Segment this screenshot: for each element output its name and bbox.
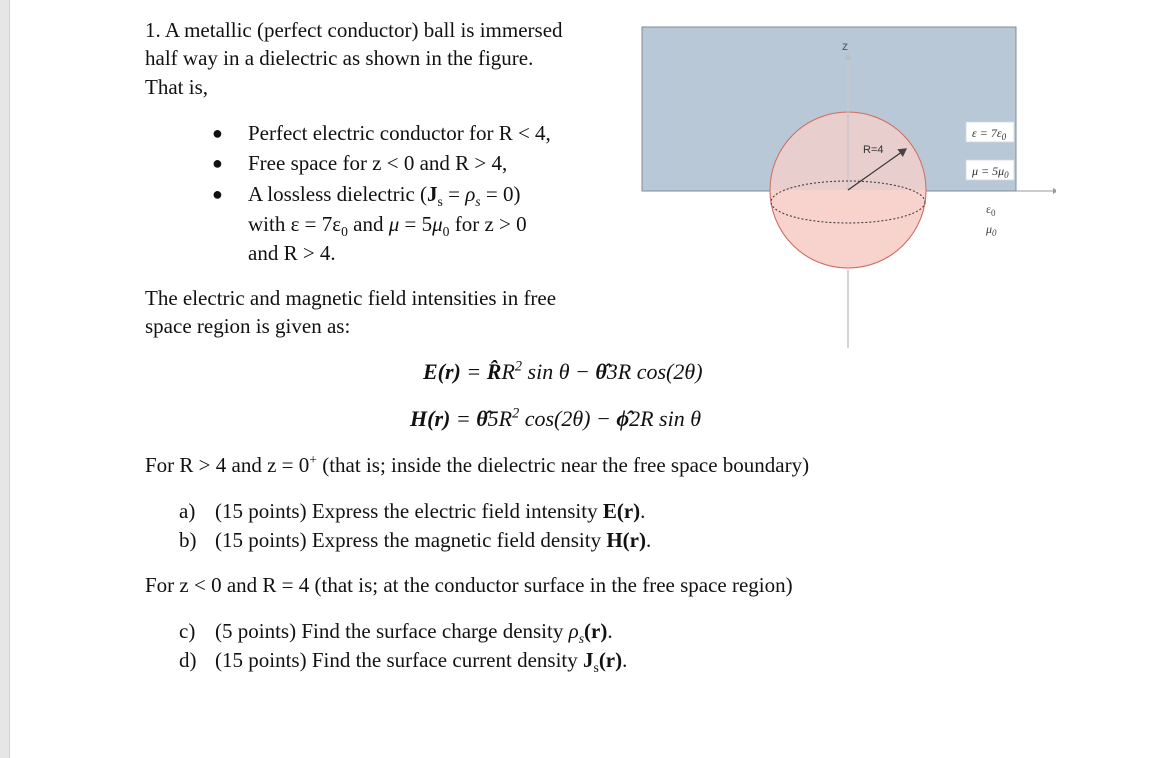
z-axis-arrow [845, 53, 851, 60]
equation-magnetic-field: H(r) = θ̂5R2 cos(2θ) − ϕ̂2R sin θ [410, 405, 702, 431]
bullet-dielectric-params: with ε = 7ε0 and μ = 5μ0 for z > 0 [248, 212, 527, 240]
question-b-label: b) [179, 528, 197, 552]
question-b: (15 points) Express the magnetic field d… [215, 528, 652, 552]
given-line-2: space region is given as: [145, 314, 351, 338]
problem-intro-line-1: 1. A metallic (perfect conductor) ball i… [145, 18, 563, 42]
eps-free-space-label: ε0 [986, 202, 996, 218]
equation-electric-field: E(r) = R̂R2 sin θ − θ̂3R cos(2θ) [423, 358, 703, 384]
given-line-1: The electric and magnetic field intensit… [145, 286, 557, 310]
question-d: (15 points) Find the surface current den… [215, 648, 628, 676]
radius-arrow [847, 148, 907, 191]
x-axis-arrow [1053, 188, 1056, 194]
bullet-free-space: Free space for z < 0 and R > 4, [248, 151, 508, 175]
problem-intro-line-3: That is, [145, 75, 208, 99]
problem-intro-line-2: half way in a dielectric as shown in the… [145, 46, 534, 70]
eps-dielectric-label: ε = 7ε0 [972, 126, 1007, 142]
bullet-dielectric: A lossless dielectric (Js = ρs = 0) [248, 182, 521, 210]
metallic-ball-lower [769, 190, 927, 269]
mu-dielectric-label: μ = 5μ0 [971, 164, 1009, 180]
question-d-label: d) [179, 648, 197, 672]
bullet-dot: ● [212, 153, 223, 173]
question-c-label: c) [179, 619, 196, 643]
page-left-margin [0, 0, 10, 758]
bullet-pec: Perfect electric conductor for R < 4, [248, 121, 551, 145]
bullet-dot: ● [212, 184, 223, 204]
question-c: (5 points) Find the surface charge densi… [215, 619, 613, 647]
bullet-dielectric-cont: and R > 4. [248, 241, 336, 265]
condition-dielectric-boundary: For R > 4 and z = 0+ (that is; inside th… [145, 452, 810, 477]
conductor-ball-figure: z x R=4 ε = 7ε0 μ = 5μ0 ε0 μ0 [641, 26, 1056, 348]
radius-label: R=4 [863, 144, 884, 156]
question-a-label: a) [179, 499, 196, 523]
mu-dielectric-box [965, 159, 1015, 181]
question-a: (15 points) Express the electric field i… [215, 499, 646, 523]
bullet-dot: ● [212, 123, 223, 143]
mu-free-space-label: μ0 [985, 222, 997, 238]
eps-dielectric-box [965, 121, 1015, 143]
z-axis-label: z [842, 39, 848, 53]
condition-conductor-surface: For z < 0 and R = 4 (that is; at the con… [145, 573, 793, 597]
equator-ellipse [770, 180, 926, 224]
